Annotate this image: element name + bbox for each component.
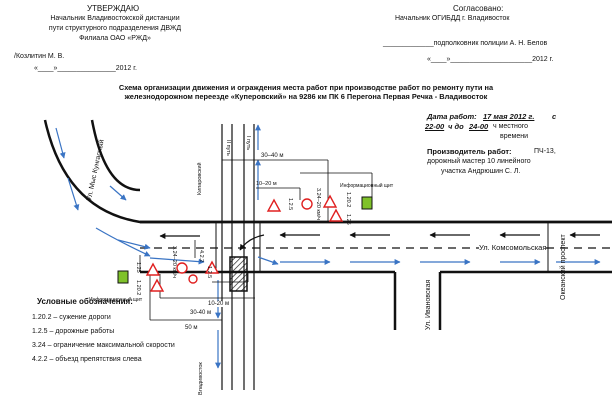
dim-50: 50 м [185, 325, 198, 331]
work-time-word: времени [500, 133, 528, 140]
sign-label: 1.25 [345, 214, 351, 225]
sign-label: 1.2.5 [206, 266, 212, 279]
speed-limit-sign [301, 198, 313, 210]
dim-30-40-top: 30–40 м [261, 153, 284, 159]
title-line1: Схема организации движения и ограждения … [118, 83, 494, 92]
agreed-line1: Начальник ОГИБДД г. Владивосток [395, 15, 510, 22]
direction-kaparovsk: Кипаровский [197, 162, 203, 195]
legend-item: 1.2.5 – дорожные работы [32, 328, 115, 335]
sign-label: 1.20.2 [135, 280, 141, 296]
legend-title: Условные обозначения: [37, 297, 133, 306]
dim-10-20-top: 10–20 м [256, 181, 277, 187]
work-sign-1-2-5 [266, 198, 282, 212]
street-komsomolskaya: Ул. Комсомольская [479, 243, 547, 252]
work-sign [149, 278, 165, 292]
title-line2: железнодорожном переезде «Куперовский» н… [124, 92, 488, 101]
info-shield-bottom [117, 270, 129, 284]
dim-30-40-bottom: 30-40 м [190, 310, 212, 316]
work-date-label: Дата работ: [427, 112, 477, 121]
detour-sign [188, 274, 198, 284]
agreed-date: «____»_____________________2012 г. [427, 56, 554, 63]
legend-item: 1.20.2 – сужение дороги [32, 314, 111, 321]
approve-line1: Начальник Владивостокской дистанции [50, 15, 180, 22]
street-ivanovskaya: Ул. Ивановская [425, 279, 432, 330]
work-time-to: 24-00 [469, 122, 489, 131]
legend-item: 4.2.2 – объезд препятствия слева [32, 356, 142, 363]
narrowing-sign [328, 208, 344, 222]
track-1-label: I путь [245, 136, 251, 151]
legend-item: 3.24 – ограничение максимальной скорости [32, 342, 175, 349]
work-date-value: 17 мая 2012 г. [483, 112, 535, 121]
agreed-head: Согласовано: [453, 4, 504, 13]
sign-label: 4.2.2 [198, 250, 204, 263]
sign-label: 1.2.5 [287, 198, 293, 211]
info-shield-top-label: Информационный щит [340, 183, 394, 189]
speed-limit-sign [176, 262, 188, 274]
info-shield-top [361, 196, 373, 210]
work-time-mid: ч до [448, 122, 464, 131]
work-zone [229, 256, 248, 292]
sign-label: 3.24–20 км/ч [171, 246, 177, 278]
sign-label: 3.24–20 км/ч [315, 188, 321, 220]
approve-sign: /Козлитин М. В. [14, 53, 65, 60]
approve-head: УТВЕРЖДАЮ [86, 4, 140, 13]
sign-label: 1.25 [135, 262, 141, 273]
direction-vladivostok: Владивосток [198, 362, 204, 395]
approve-line2: пути структурного подразделения ДВЖД [48, 25, 182, 32]
dim-10-20-bottom: 10-20 м [208, 301, 230, 307]
approve-date: «____»_______________2012 г. [34, 65, 137, 72]
work-time-pre: с [552, 112, 557, 121]
narrowing-sign [322, 194, 338, 208]
approve-line3: Филиала ОАО «РЖД» [79, 35, 151, 42]
narrowing-sign [145, 262, 161, 276]
track-2-label: II путь [225, 140, 231, 156]
sign-label: 1.20.2 [345, 192, 351, 208]
producer-label: Производитель работ: [427, 147, 512, 156]
work-sign-1-2-5 [204, 260, 220, 274]
producer-value: ПЧ-13, [534, 148, 556, 155]
work-time-post: ч местного [493, 123, 529, 130]
street-okeansky: Океанский проспект [560, 234, 567, 300]
work-time-from: 22-00 [425, 122, 445, 131]
producer-line2: дорожный мастер 10 линейного [427, 158, 531, 165]
kungasny-inner-edge [90, 119, 141, 192]
road-edge-upper [43, 119, 612, 224]
info-shield-bottom-label: Информационный щит [89, 297, 143, 303]
producer-line3: участка Андрюшин С. Л. [441, 168, 521, 175]
agreed-line2: _____________подполковник полиции А. Н. … [383, 40, 548, 47]
